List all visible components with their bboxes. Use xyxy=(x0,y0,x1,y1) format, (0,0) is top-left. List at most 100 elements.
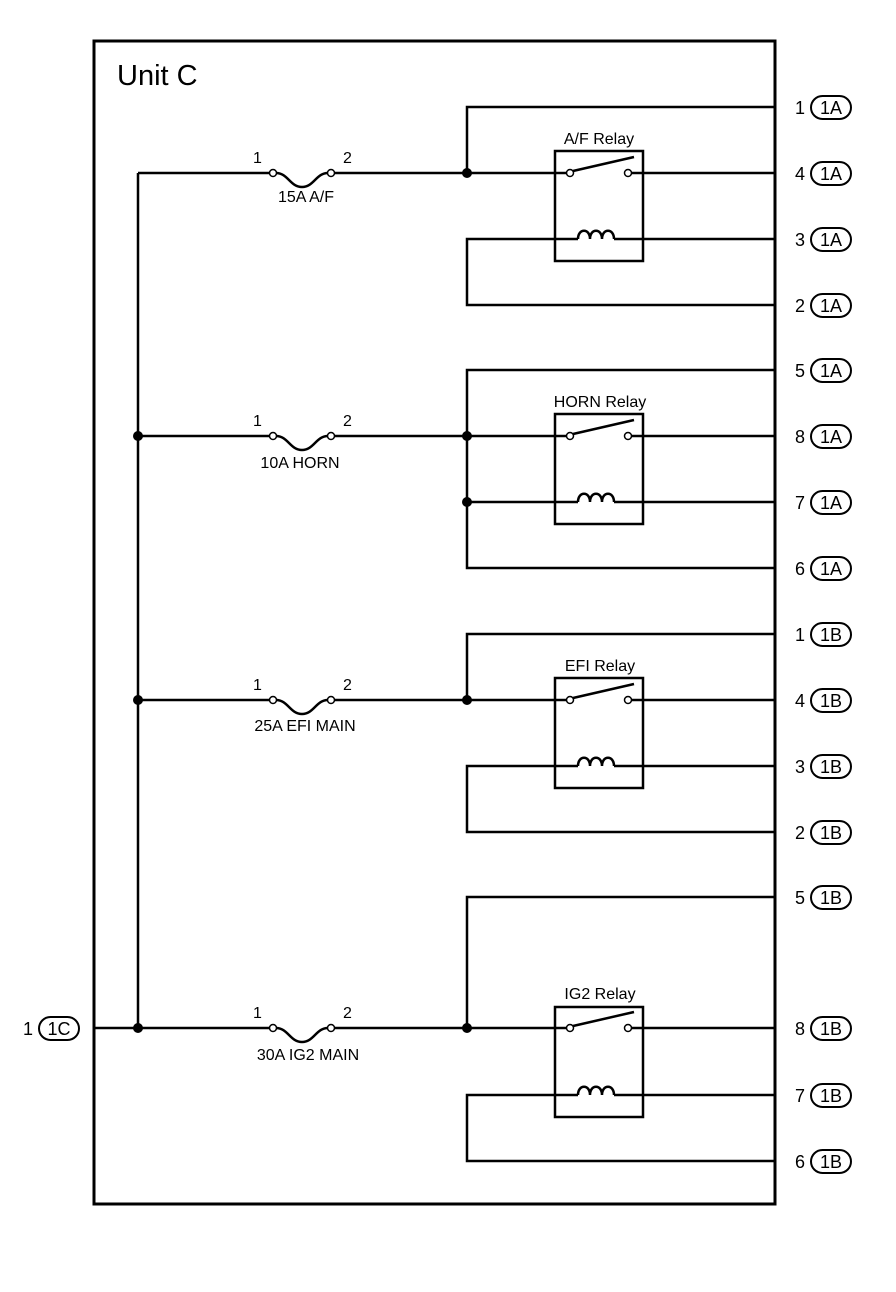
af-switch-contact-2 xyxy=(623,168,633,178)
horn-switch-contact-2 xyxy=(623,431,633,441)
ig2-fuse-pin-1: 1 xyxy=(253,1005,262,1022)
connector-label: 1A xyxy=(820,361,842,381)
connector-pin-number: 3 xyxy=(795,757,805,777)
unit-box xyxy=(92,39,777,1206)
ig2-switch-contact-1 xyxy=(565,1023,575,1033)
efi-relay-label: EFI Relay xyxy=(565,658,635,675)
input-connector-label: 1C xyxy=(47,1019,70,1039)
ig2-fuse-terminal-2 xyxy=(326,1023,336,1033)
connector-label: 1A xyxy=(820,98,842,118)
ig2-relay-block: 1 2 30A IG2 MAIN IG2 Relay xyxy=(133,895,775,1163)
af-fuse-pin-2: 2 xyxy=(343,150,352,167)
efi-relay-block: 1 2 25A EFI MAIN EFI Relay xyxy=(133,632,775,834)
connector-label: 1A xyxy=(820,164,842,184)
connector-pin-number: 1 xyxy=(795,625,805,645)
efi-fuse-symbol xyxy=(275,698,329,716)
ig2-fuse-symbol xyxy=(275,1026,329,1044)
connector-oval xyxy=(810,1083,852,1108)
ig2-fuse-pin-2: 2 xyxy=(343,1005,352,1022)
connector-label: 1B xyxy=(820,625,842,645)
horn-switch-arm xyxy=(572,418,635,436)
af-pin-1-wire xyxy=(465,105,775,173)
connector-oval xyxy=(810,885,852,910)
efi-relay-box xyxy=(553,676,645,790)
af-relay-block: 1 2 15A A/F A/F Relay xyxy=(138,105,775,307)
connector-pin-number: 1 xyxy=(795,98,805,118)
connector-oval xyxy=(810,622,852,647)
connector-pin-number: 7 xyxy=(795,1086,805,1106)
efi-switch-contact-2 xyxy=(623,695,633,705)
horn-relay-label: HORN Relay xyxy=(554,394,646,411)
connector-label: 1B xyxy=(820,1019,842,1039)
efi-fuse-terminal-2 xyxy=(326,695,336,705)
ig2-fuse-terminal-1 xyxy=(268,1023,278,1033)
af-coil-symbol xyxy=(576,229,616,240)
ig2-switch-contact-2 xyxy=(623,1023,633,1033)
connector-oval xyxy=(810,556,852,581)
connector-oval xyxy=(810,358,852,383)
efi-switch-arm xyxy=(572,682,635,700)
connector-pin-number: 3 xyxy=(795,230,805,250)
ig2-switch-arm xyxy=(572,1010,635,1028)
connector-pin-number: 5 xyxy=(795,888,805,908)
input-connector-oval xyxy=(38,1016,80,1041)
connector-oval xyxy=(810,227,852,252)
ig2-relay-box xyxy=(553,1005,645,1119)
connector-label: 1B xyxy=(820,1086,842,1106)
af-switch-contact-1 xyxy=(565,168,575,178)
connector-oval xyxy=(810,754,852,779)
input-pin-number: 1 xyxy=(23,1019,33,1039)
connector-oval xyxy=(810,161,852,186)
ig2-bus-junction xyxy=(133,1023,143,1033)
connector-oval xyxy=(810,688,852,713)
ig2-fuse-label: 30A IG2 MAIN xyxy=(257,1047,359,1064)
efi-fuse-pin-2: 2 xyxy=(343,677,352,694)
connector-oval xyxy=(810,95,852,120)
connector-pin-number: 6 xyxy=(795,559,805,579)
horn-bus-junction xyxy=(133,431,143,441)
connector-pin-number: 7 xyxy=(795,493,805,513)
connector-label: 1B xyxy=(820,823,842,843)
horn-fuse-symbol xyxy=(275,434,329,452)
af-fuse-terminal-2 xyxy=(326,168,336,178)
connector-pin-number: 6 xyxy=(795,1152,805,1172)
efi-switch-contact-1 xyxy=(565,695,575,705)
horn-fuse-terminal-1 xyxy=(268,431,278,441)
ig2-pin-5-wire xyxy=(465,895,775,1028)
connector-pin-number: 4 xyxy=(795,164,805,184)
connector-pin-number: 8 xyxy=(795,427,805,447)
connector-label: 1A xyxy=(820,230,842,250)
horn-fuse-terminal-2 xyxy=(326,431,336,441)
ig2-coil-symbol xyxy=(576,1085,616,1096)
af-relay-box xyxy=(553,149,645,263)
connector-label: 1A xyxy=(820,493,842,513)
connector-pin-number: 8 xyxy=(795,1019,805,1039)
efi-coil-symbol xyxy=(576,756,616,767)
horn-switch-contact-1 xyxy=(565,431,575,441)
connector-oval xyxy=(810,1016,852,1041)
connector-pin-number: 4 xyxy=(795,691,805,711)
connector-label: 1A xyxy=(820,296,842,316)
horn-fuse-label: 10A HORN xyxy=(260,455,339,472)
connector-label: 1A xyxy=(820,427,842,447)
output-connectors: 1 1A 4 1A 3 1A 2 1A 5 1A 8 1A 7 1A 6 1A … xyxy=(795,95,852,1174)
connector-label: 1B xyxy=(820,1152,842,1172)
connector-pin-number: 2 xyxy=(795,823,805,843)
connector-label: 1B xyxy=(820,691,842,711)
connector-oval xyxy=(810,1149,852,1174)
horn-pin-5-6-wire xyxy=(465,368,775,570)
connector-label: 1B xyxy=(820,888,842,908)
af-switch-arm xyxy=(572,155,635,173)
horn-relay-block: 1 2 10A HORN HORN Relay xyxy=(133,368,775,570)
horn-coil-symbol xyxy=(576,492,616,503)
ig2-relay-label: IG2 Relay xyxy=(564,986,635,1003)
horn-relay-box xyxy=(553,412,645,526)
connector-oval xyxy=(810,424,852,449)
connector-label: 1A xyxy=(820,559,842,579)
efi-fuse-label: 25A EFI MAIN xyxy=(254,718,355,735)
connector-oval xyxy=(810,820,852,845)
connector-oval xyxy=(810,293,852,318)
connector-pin-number: 2 xyxy=(795,296,805,316)
horn-fuse-pin-2: 2 xyxy=(343,413,352,430)
